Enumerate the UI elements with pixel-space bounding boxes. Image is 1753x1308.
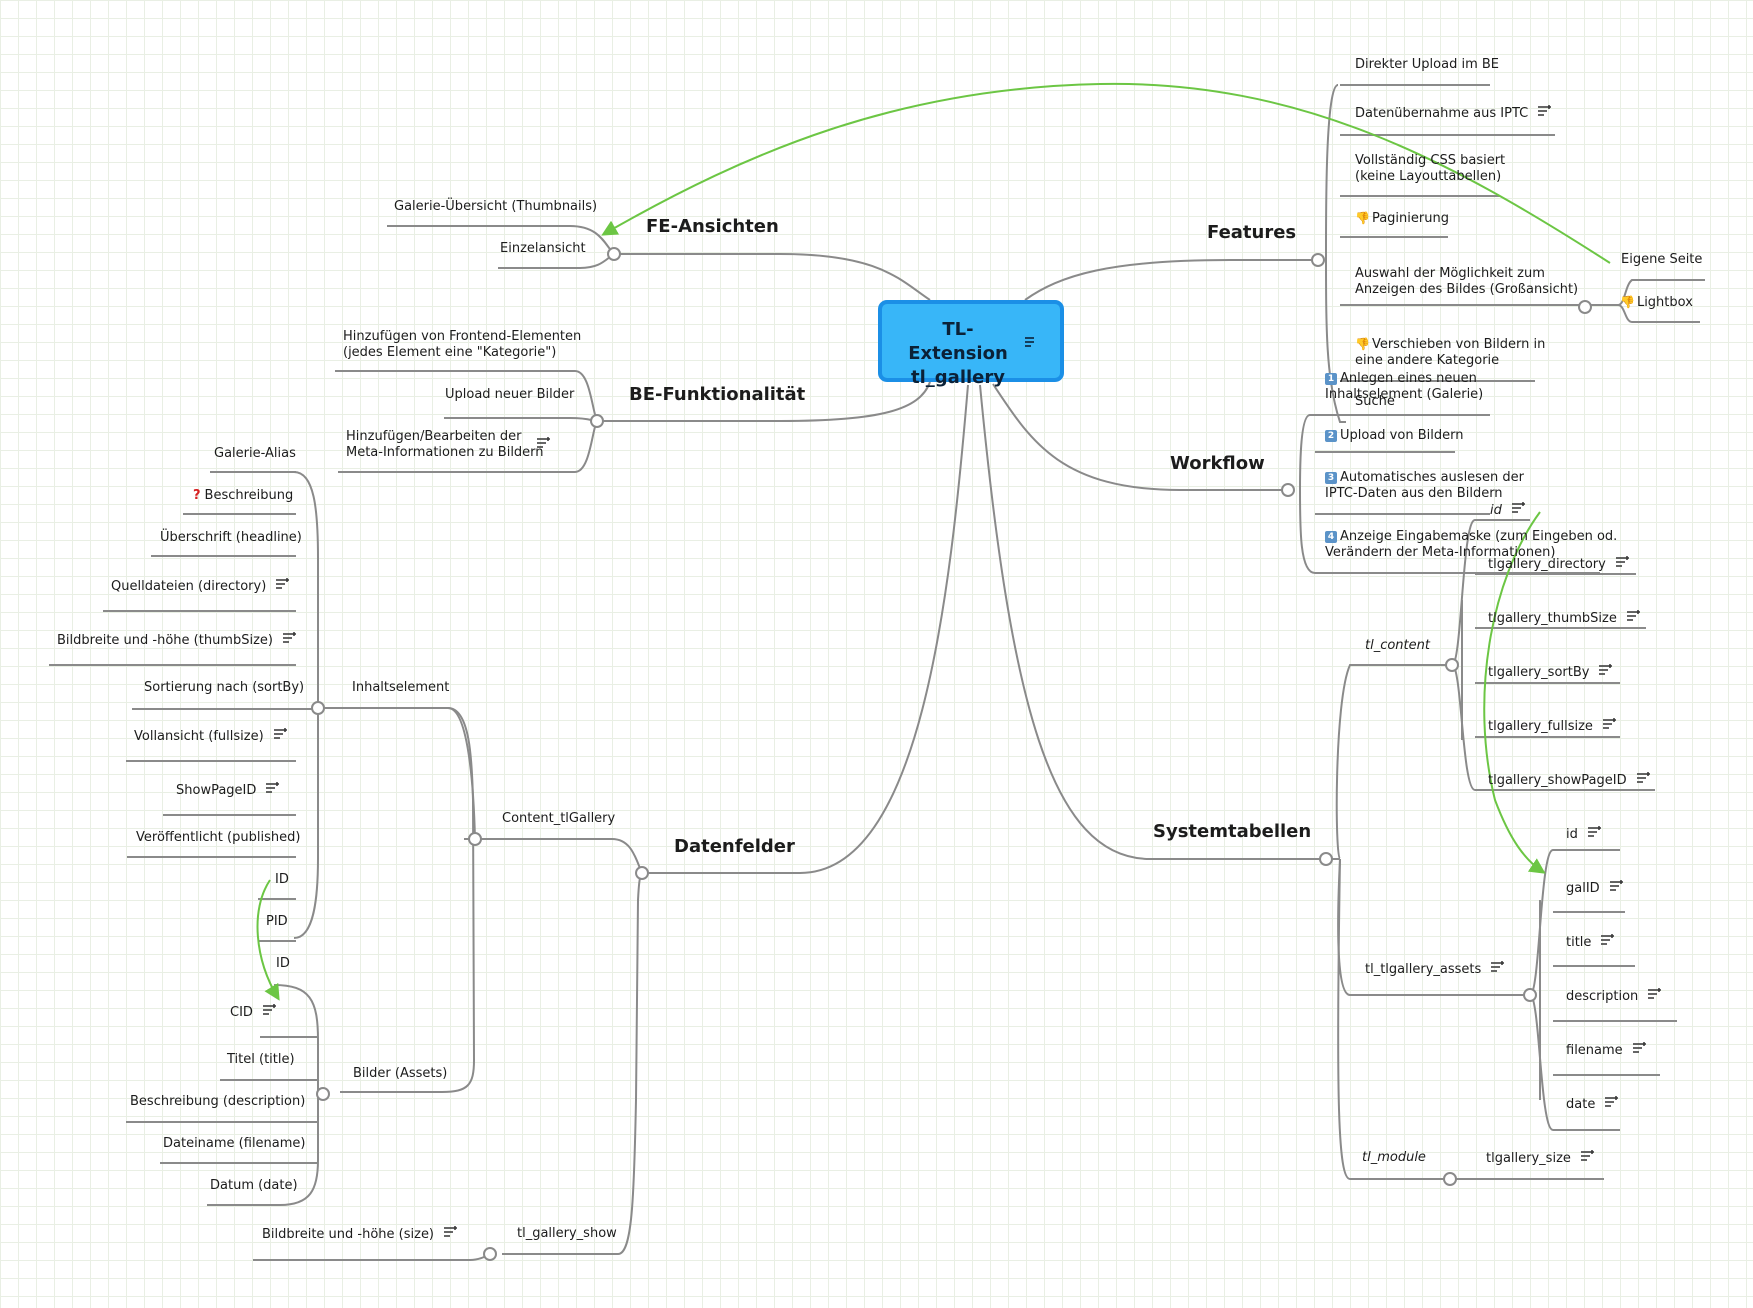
notes-icon[interactable] [1626, 610, 1640, 623]
notes-icon[interactable] [273, 728, 287, 741]
col-assets-filename[interactable]: filename [1566, 1042, 1646, 1059]
notes-icon[interactable] [1602, 718, 1616, 731]
table-tl-content[interactable]: tl_content [1365, 638, 1430, 653]
field-bildbreite-thumbsize[interactable]: Bildbreite und -höhe (thumbSize) [57, 632, 296, 649]
feature-direkter-upload[interactable]: Direkter Upload im BE [1355, 57, 1500, 72]
thumbs-down-icon: 👎 [1355, 211, 1370, 225]
feature-auswahl-grossansicht[interactable]: Auswahl der Möglichkeit zum Anzeigen des… [1355, 266, 1579, 297]
col-assets-id[interactable]: id [1566, 826, 1601, 843]
fe-item-einzelansicht[interactable]: Einzelansicht [500, 241, 586, 256]
branch-fe-ansichten[interactable]: FE-Ansichten [646, 216, 779, 237]
branch-features[interactable]: Features [1207, 222, 1297, 243]
notes-icon[interactable] [276, 578, 290, 591]
field-veroeffentlicht[interactable]: Veröffentlicht (published) [136, 830, 301, 845]
branch-workflow[interactable]: Workflow [1170, 453, 1265, 474]
notes-icon[interactable] [282, 632, 296, 645]
number-4-icon: 4 [1325, 531, 1337, 543]
notes-icon[interactable] [1580, 1150, 1594, 1163]
field-id[interactable]: ID [275, 872, 289, 887]
notes-icon[interactable] [1615, 556, 1629, 569]
field-quelldateien[interactable]: Quelldateien (directory) [111, 578, 290, 595]
notes-icon[interactable] [262, 1004, 276, 1017]
field-beschreibung[interactable]: ?Beschreibung [193, 488, 294, 503]
branch-datenfelder[interactable]: Datenfelder [674, 836, 795, 857]
field-galerie-alias[interactable]: Galerie-Alias [214, 446, 296, 461]
root-title-line1: TL-Extension [908, 319, 1008, 364]
notes-icon[interactable] [537, 437, 550, 450]
field-showpageid[interactable]: ShowPageID [176, 782, 280, 799]
root-node[interactable]: TL-Extension tl_gallery [878, 300, 1064, 388]
show-bildbreite-size[interactable]: Bildbreite und -höhe (size) [262, 1226, 458, 1243]
col-assets-description[interactable]: description [1566, 988, 1662, 1005]
root-title-line2: tl_gallery [911, 367, 1005, 388]
notes-icon[interactable] [1599, 664, 1613, 677]
question-marker: ? [193, 488, 201, 503]
node-content-tlgallery[interactable]: Content_tlGallery [502, 811, 616, 826]
col-tlgallery-size[interactable]: tlgallery_size [1486, 1150, 1594, 1167]
feature-css[interactable]: Vollständig CSS basiert (keine Layouttab… [1355, 153, 1506, 184]
field-vollansicht[interactable]: Vollansicht (fullsize) [134, 728, 287, 745]
notes-icon[interactable] [1605, 1096, 1619, 1109]
asset-id[interactable]: ID [276, 956, 290, 971]
node-inhaltselement[interactable]: Inhaltselement [352, 680, 450, 695]
feature-lightbox[interactable]: 👎Lightbox [1620, 295, 1693, 310]
node-bilder-assets[interactable]: Bilder (Assets) [353, 1066, 448, 1081]
notes-icon[interactable] [1538, 105, 1552, 118]
field-sortierung[interactable]: Sortierung nach (sortBy) [144, 680, 305, 695]
notes-icon[interactable] [444, 1226, 458, 1239]
number-1-icon: 1 [1325, 373, 1337, 385]
col-tlgallery-fullsize[interactable]: tlgallery_fullsize [1488, 718, 1616, 735]
col-assets-galid[interactable]: galID [1566, 880, 1623, 897]
branch-be-funktionalitaet[interactable]: BE-Funktionalität [629, 384, 806, 405]
fe-item-galerie-uebersicht[interactable]: Galerie-Übersicht (Thumbnails) [394, 199, 598, 214]
table-tl-module[interactable]: tl_module [1362, 1150, 1426, 1165]
notes-icon[interactable] [1636, 772, 1650, 785]
col-assets-date[interactable]: date [1566, 1096, 1619, 1113]
notes-icon[interactable] [1025, 336, 1038, 349]
col-tlgallery-sortby[interactable]: tlgallery_sortBy [1488, 664, 1613, 681]
notes-icon[interactable] [1511, 502, 1525, 515]
be-item-upload[interactable]: Upload neuer Bilder [445, 387, 575, 402]
table-tl-tlgallery-assets[interactable]: tl_tlgallery_assets [1365, 961, 1505, 978]
asset-datum[interactable]: Datum (date) [210, 1178, 298, 1193]
node-tl-gallery-show[interactable]: tl_gallery_show [517, 1226, 617, 1241]
notes-icon[interactable] [1491, 961, 1505, 974]
thumbs-down-icon: 👎 [1355, 337, 1370, 351]
branch-systemtabellen[interactable]: Systemtabellen [1153, 821, 1312, 842]
feature-eigene-seite[interactable]: Eigene Seite [1621, 252, 1703, 267]
field-pid[interactable]: PID [266, 914, 288, 929]
number-2-icon: 2 [1325, 430, 1337, 442]
thumbs-down-icon: 👎 [1620, 295, 1635, 309]
col-tlgallery-directory[interactable]: tlgallery_directory [1488, 556, 1629, 573]
notes-icon[interactable] [1587, 826, 1601, 839]
asset-beschreibung[interactable]: Beschreibung (description) [130, 1094, 306, 1109]
field-ueberschrift[interactable]: Überschrift (headline) [160, 530, 302, 545]
col-assets-title[interactable]: title [1566, 934, 1615, 951]
feature-paginierung[interactable]: 👎Paginierung [1355, 211, 1449, 226]
be-item-meta-informationen[interactable]: Hinzufügen/Bearbeiten der Meta-Informati… [346, 429, 544, 460]
notes-icon[interactable] [1632, 1042, 1646, 1055]
col-tlgallery-showpageid[interactable]: tlgallery_showPageID [1488, 772, 1650, 789]
feature-iptc[interactable]: Datenübernahme aus IPTC [1355, 105, 1552, 122]
feature-verschieben[interactable]: 👎Verschieben von Bildern in eine andere … [1355, 337, 1546, 368]
notes-icon[interactable] [1601, 934, 1615, 947]
number-3-icon: 3 [1325, 472, 1337, 484]
col-tlgallery-thumbsize[interactable]: tlgallery_thumbSize [1488, 610, 1640, 627]
notes-icon[interactable] [1648, 988, 1662, 1001]
asset-titel[interactable]: Titel (title) [227, 1052, 295, 1067]
notes-icon[interactable] [1609, 880, 1623, 893]
be-item-frontend-elemente[interactable]: Hinzufügen von Frontend-Elementen (jedes… [343, 329, 582, 360]
notes-icon[interactable] [266, 782, 280, 795]
col-content-id[interactable]: id [1490, 502, 1525, 519]
asset-cid[interactable]: CID [230, 1004, 276, 1021]
asset-dateiname[interactable]: Dateiname (filename) [163, 1136, 306, 1151]
feature-suche[interactable]: Suche [1355, 394, 1395, 409]
